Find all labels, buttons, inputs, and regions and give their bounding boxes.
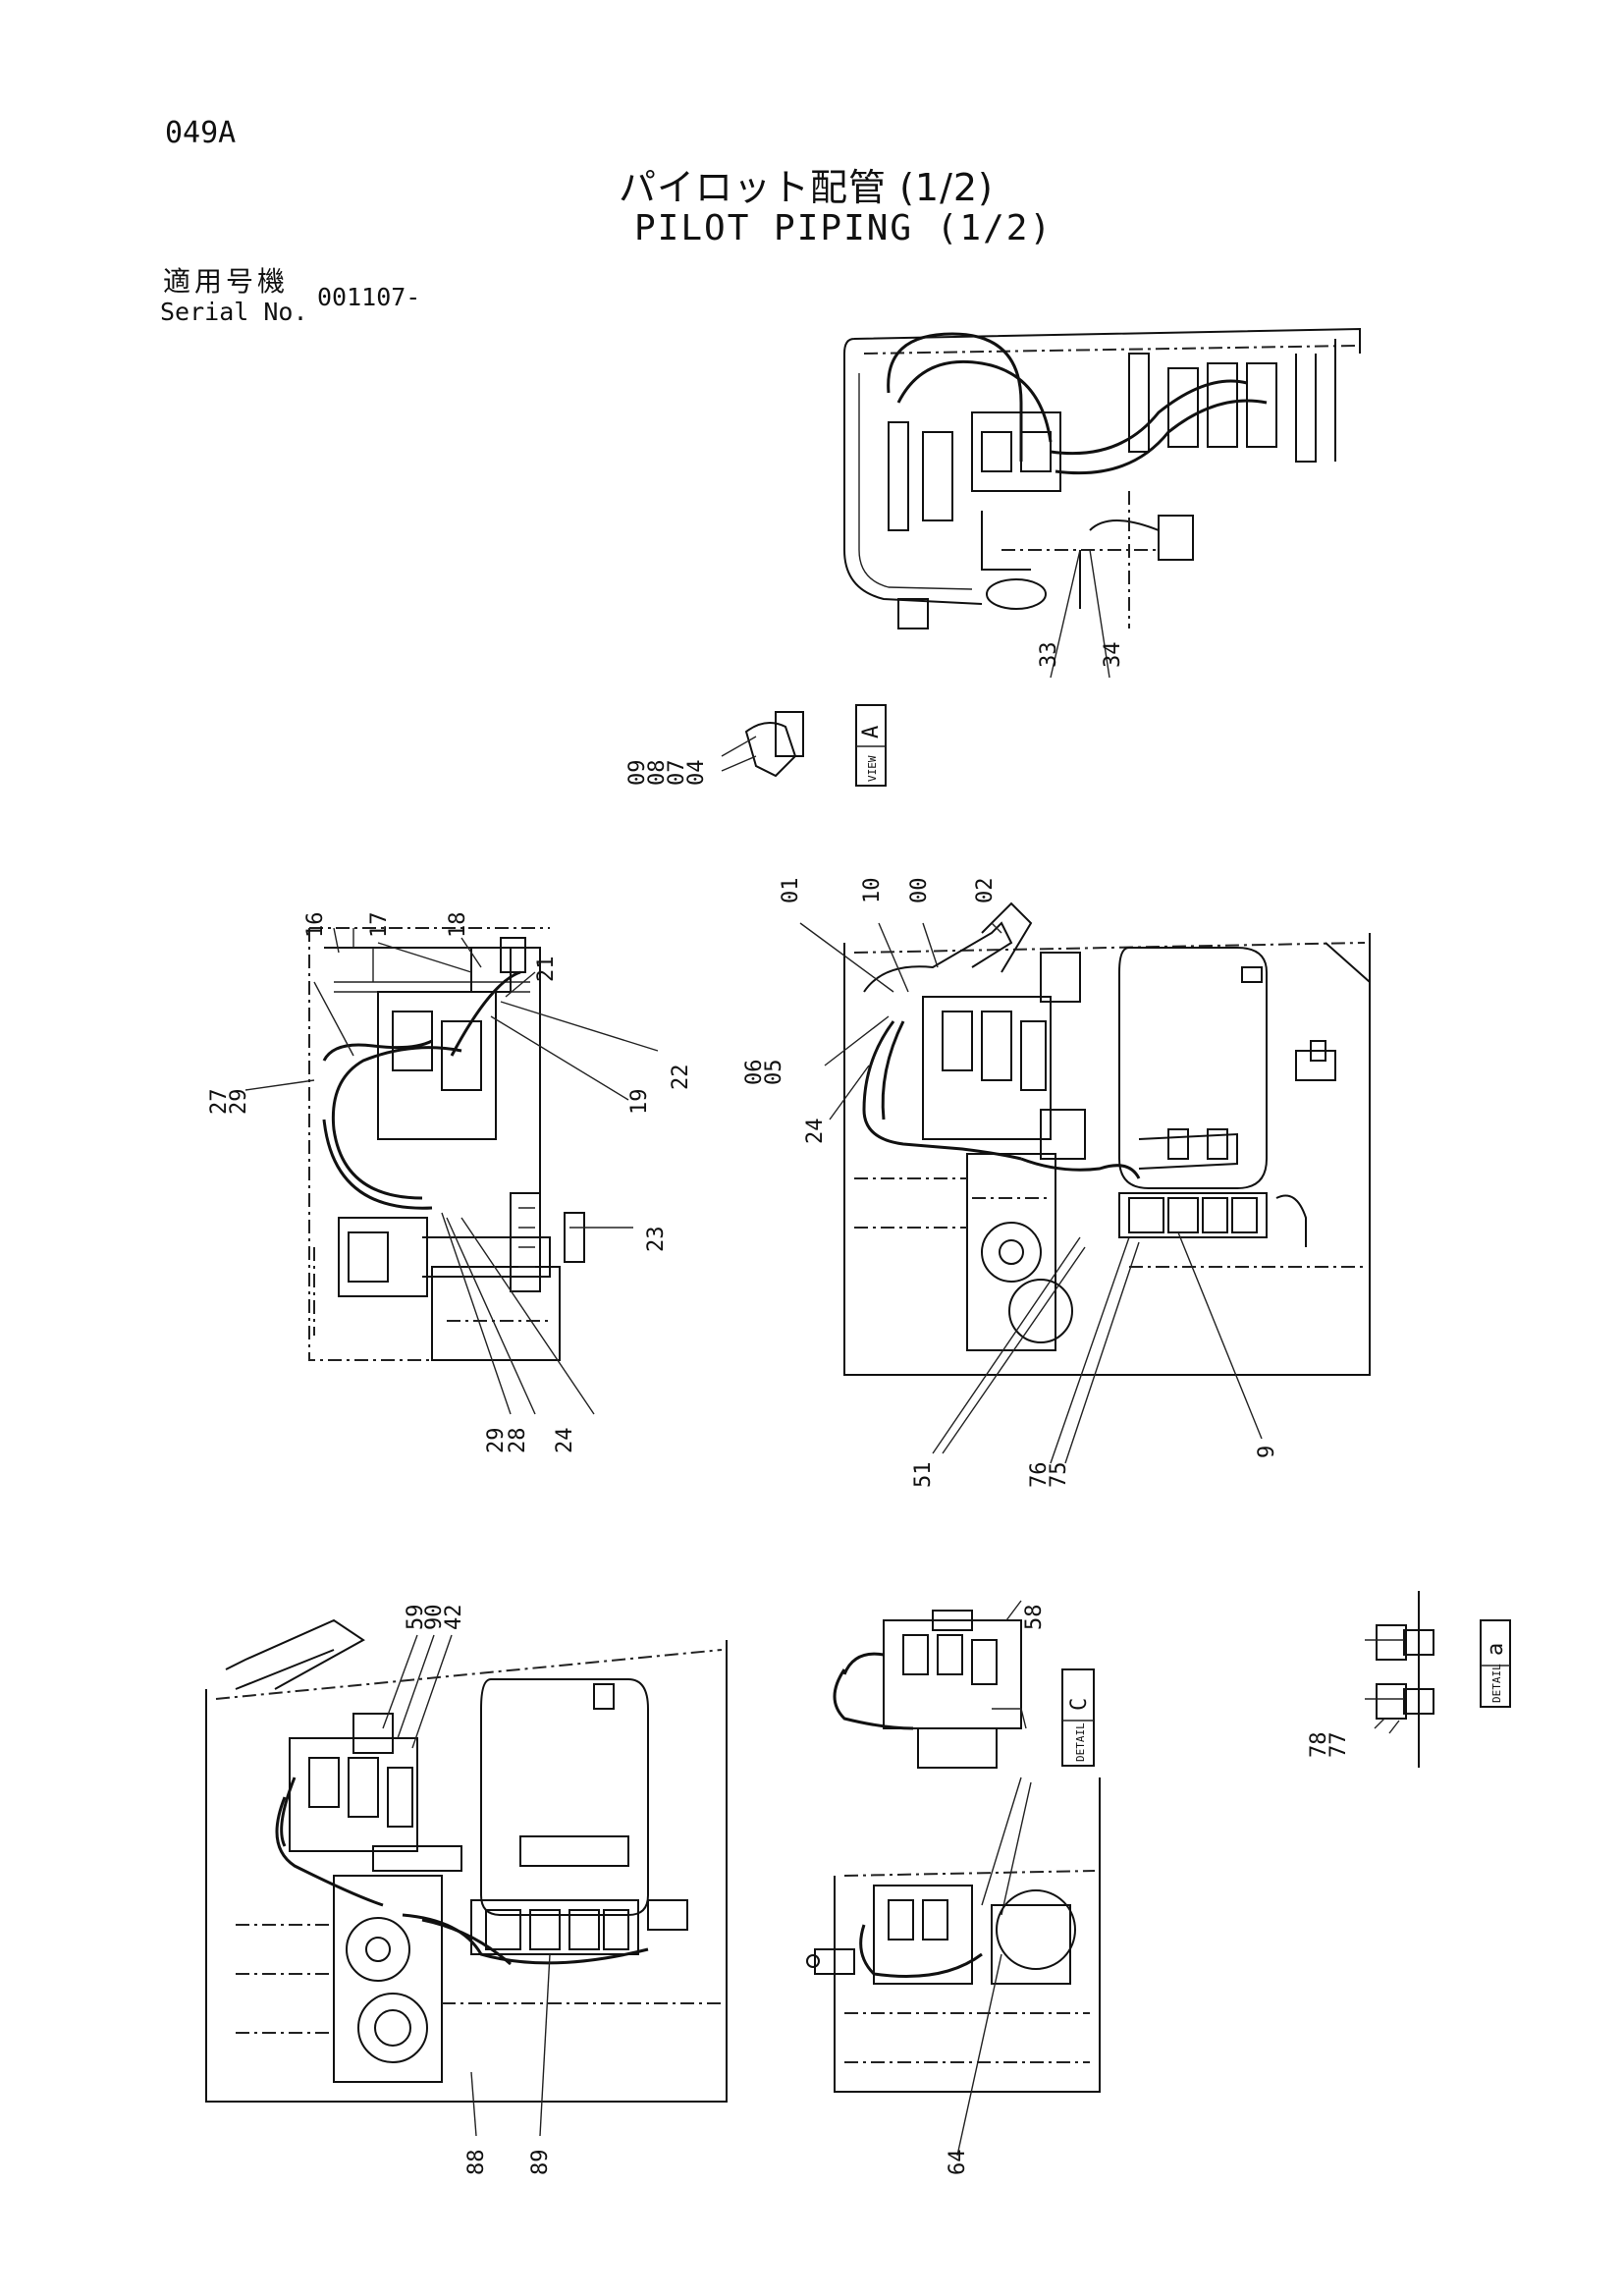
title-japanese: パイロット配管 (1/2) — [619, 166, 994, 209]
callout-24: 24 — [553, 1428, 577, 1454]
callout-22: 22 — [669, 1065, 693, 1091]
callout-29: 29 — [227, 1089, 251, 1116]
callout-75: 75 — [1047, 1462, 1071, 1489]
callout-34: 34 — [1101, 642, 1125, 669]
callout-9: 9 — [1255, 1446, 1279, 1458]
callout-02: 02 — [973, 878, 998, 904]
page-code: 049A — [165, 116, 237, 150]
callout-06: 06 — [742, 1060, 767, 1086]
detail-a-caption: DETAIL — [1490, 1664, 1503, 1703]
callout-88: 88 — [464, 2150, 489, 2176]
callout-42: 42 — [442, 1605, 466, 1631]
callout-17: 17 — [367, 912, 392, 939]
detail-a-letter: a — [1484, 1643, 1508, 1656]
detail-c-caption: DETAIL — [1074, 1722, 1087, 1762]
callout-59: 59 — [404, 1605, 428, 1631]
callout-89: 89 — [528, 2150, 553, 2176]
callout-05: 05 — [762, 1060, 786, 1086]
serial-value: 001107- — [317, 283, 421, 311]
view-a-caption: VIEW — [866, 755, 879, 782]
callout-18: 18 — [446, 912, 470, 939]
view-a-tag — [855, 704, 887, 787]
callout-16: 16 — [303, 912, 328, 939]
callout-08: 08 — [645, 760, 670, 787]
bottom-left-view: 59 90 42 88 89 — [205, 1605, 728, 2176]
callout-01: 01 — [779, 878, 803, 904]
callout-51: 51 — [911, 1462, 936, 1489]
title-english: PILOT PIPING (1/2) — [634, 208, 1054, 248]
callout-04: 04 — [684, 760, 709, 787]
serial-label-english: Serial No. — [160, 298, 308, 326]
detail-a-tag — [1480, 1619, 1511, 1708]
callout-10: 10 — [860, 878, 885, 904]
callout-33: 33 — [1037, 642, 1061, 669]
callout-76: 76 — [1027, 1462, 1052, 1489]
callout-78: 78 — [1307, 1732, 1331, 1759]
callout-28: 28 — [506, 1428, 530, 1454]
detail-a: 78 77 a DETAIL — [1307, 1591, 1511, 1768]
view-a: 09 08 07 04 A VIEW — [625, 704, 887, 787]
callout-58: 58 — [1022, 1605, 1047, 1631]
callout-09: 09 — [625, 760, 650, 787]
callout-90: 90 — [422, 1605, 447, 1631]
callout-64: 64 — [946, 2150, 970, 2176]
callout-23: 23 — [644, 1227, 669, 1253]
callout-77: 77 — [1326, 1732, 1351, 1759]
view-a-letter: A — [859, 726, 884, 738]
callout-21: 21 — [534, 957, 559, 983]
detail-c-tag — [1061, 1668, 1095, 1767]
top-view-assembly: 33 34 — [843, 327, 1361, 679]
serial-label-japanese: 適用号機 — [163, 265, 290, 298]
detail-c: 58 C DETAIL 64 — [806, 1600, 1101, 2176]
callout-19: 19 — [627, 1089, 652, 1116]
callout-29b: 29 — [484, 1428, 509, 1454]
right-middle-view: 01 10 00 02 06 05 24 51 76 75 9 — [742, 878, 1371, 1489]
callout-00: 00 — [907, 878, 932, 904]
left-middle-view: 16 17 18 21 22 19 27 29 23 29 28 24 — [207, 912, 693, 1454]
callout-24b: 24 — [803, 1119, 828, 1145]
detail-c-letter: C — [1067, 1698, 1092, 1711]
callout-07: 07 — [665, 760, 689, 787]
callout-27: 27 — [207, 1089, 232, 1116]
